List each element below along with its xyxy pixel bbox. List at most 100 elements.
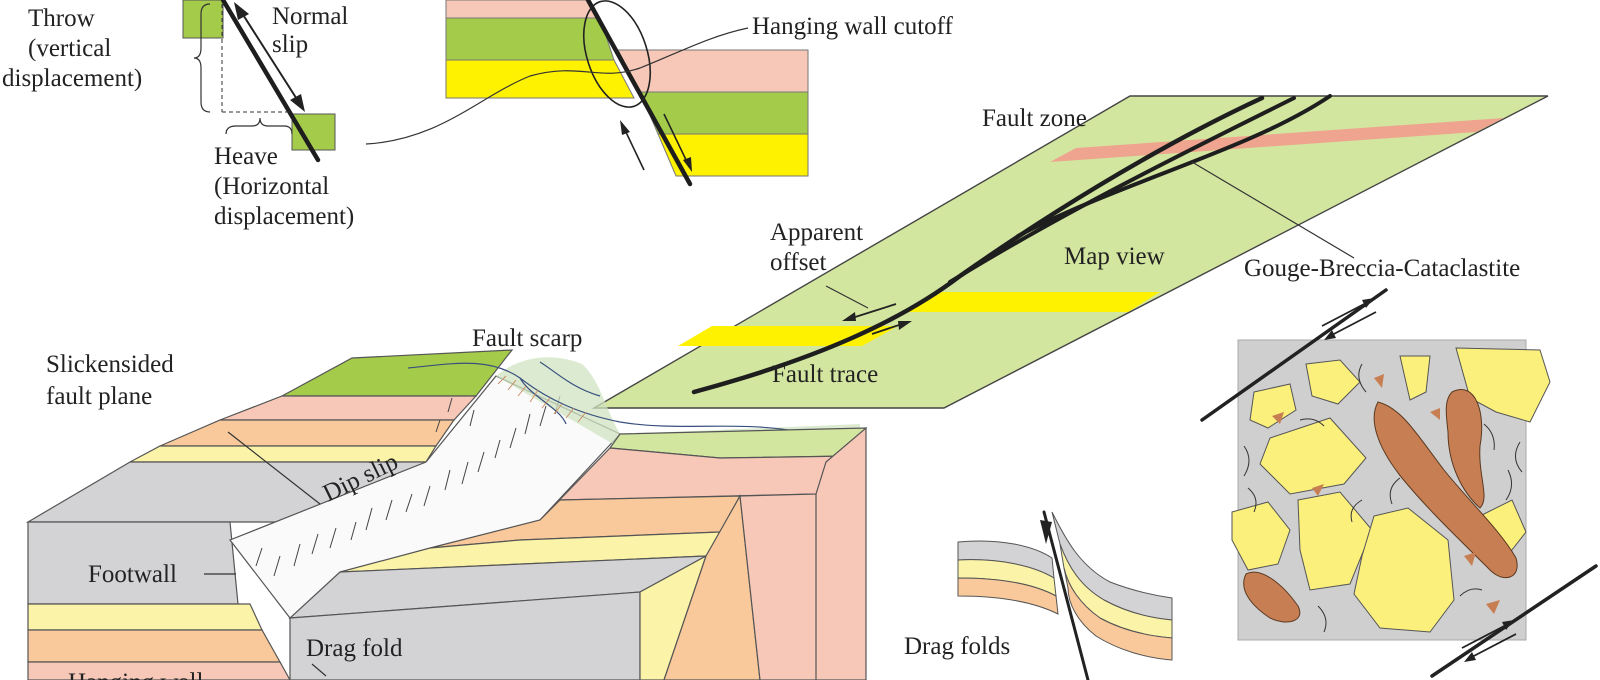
right-yellow-bed	[908, 292, 1160, 312]
cutoff-highlight-ellipse	[582, 0, 652, 108]
fault-scarp-label: Fault scarp	[472, 325, 582, 352]
cutoff-arrowhead-down	[683, 157, 692, 172]
throw-label-line-1: Throw	[28, 5, 95, 32]
clast-brown-long	[1373, 401, 1518, 579]
fault-zone-label: Fault zone	[982, 105, 1087, 132]
normal-slip-arrowhead-up	[234, 2, 249, 20]
drag-folds-sketch	[957, 510, 1173, 680]
scarp-drainage-lines	[407, 361, 801, 433]
cutoff-arrow-down	[663, 113, 689, 165]
fault-strand-2	[948, 96, 1296, 284]
clast-brown-upper	[1445, 389, 1485, 509]
upper-shear-arrow	[1321, 301, 1377, 337]
hanging-wall-label: Hanging wall	[68, 669, 203, 680]
cutoff-fault-line	[585, 0, 693, 187]
lower-shear-arrowhead-b	[1464, 652, 1476, 662]
map-view-label: Map view	[1064, 243, 1165, 270]
clast-brown-chip-3	[1312, 484, 1324, 496]
left-pink-layer	[445, 0, 601, 19]
drag-folds-arrowhead	[1040, 520, 1052, 544]
normal-slip-arrow	[239, 9, 301, 105]
clast-yellow-7	[1297, 491, 1373, 591]
lower-shear-arrowhead-a	[1502, 620, 1514, 630]
drag-folds-fault	[1042, 510, 1090, 680]
clast-yellow-1	[1249, 383, 1297, 429]
hangingwall-front-orange	[663, 494, 761, 680]
lower-shear-arrow	[1461, 623, 1517, 659]
right-pink-layer	[617, 49, 809, 93]
gouge-leader	[1191, 161, 1355, 259]
apparent-offset-label-line-1: Apparent	[770, 219, 863, 246]
drag-fold-leader	[311, 663, 327, 677]
heave-label-line-2: (Horizontal	[214, 173, 329, 200]
breccia-sample	[1200, 288, 1598, 678]
footwall-green-top	[281, 349, 514, 397]
hangingwall-layer-block	[291, 113, 336, 151]
normal-slip-label-line-2: slip	[272, 31, 308, 58]
footwall-front-orange	[27, 629, 282, 663]
slickensided-label-line-1: Slickensided	[46, 351, 174, 378]
hangingwall-front-gray	[289, 591, 641, 680]
apparent-offset-arrowhead-right	[898, 321, 912, 330]
left-green-layer	[445, 17, 615, 61]
cutoff-cross-section	[365, 0, 809, 187]
upper-shear-arrowhead-a	[1362, 298, 1374, 308]
clast-brown-chip-4	[1464, 552, 1476, 566]
clast-brown-lower	[1243, 571, 1301, 623]
displacement-sketch	[182, 0, 336, 163]
clast-brown-chip-1	[1374, 374, 1384, 388]
apparent-offset-leader	[825, 285, 869, 309]
heave-label-line-3: displacement)	[214, 203, 354, 230]
apparent-offset-arrow-left	[851, 303, 897, 319]
displacement-sketch-fault	[220, 0, 321, 163]
fault-scarp-shade	[496, 357, 860, 448]
heave-label-line-1: Heave	[214, 143, 278, 170]
clast-yellow-3	[1399, 355, 1431, 401]
right-green-layer	[639, 91, 809, 135]
drag-folds-label: Drag folds	[904, 633, 1010, 660]
clast-yellow-6	[1231, 501, 1291, 571]
clast-brown-chip-2	[1430, 408, 1440, 420]
slickensided-label-line-2: fault plane	[46, 383, 152, 410]
fault-zone-band	[1050, 118, 1504, 162]
footwall-layer-block	[182, 0, 224, 39]
clast-brown-chip-5	[1486, 600, 1500, 614]
drag-fold-label: Drag fold	[306, 635, 403, 662]
throw-brace	[193, 3, 211, 113]
fault-trace-label: Fault trace	[772, 361, 878, 388]
hanging-wall-cutoff-label: Hanging wall cutoff	[752, 13, 954, 40]
right-yellow-layer	[657, 133, 809, 177]
fault-strand-3	[1016, 94, 1332, 238]
drag-fold-orange-left	[957, 577, 1059, 615]
block-diagram	[25, 349, 868, 680]
clast-yellow-2	[1305, 359, 1361, 405]
clast-yellow-5	[1259, 417, 1367, 495]
slickenlines	[255, 395, 561, 577]
cutoff-arrowhead-up	[620, 120, 630, 135]
left-yellow-bed	[678, 326, 898, 346]
normal-slip-label-line-1: Normal	[272, 3, 348, 30]
upper-shear-arrowhead-b	[1324, 330, 1336, 340]
heave-brace	[225, 117, 293, 135]
cutoff-leader-line	[365, 27, 749, 145]
throw-label-line-3: displacement)	[2, 65, 142, 92]
map-view-block	[591, 94, 1549, 409]
apparent-offset-label-line-2: offset	[770, 249, 827, 276]
left-yellow-layer	[445, 59, 635, 99]
matrix-fabric-lines	[1243, 363, 1523, 633]
footwall-orange-band	[159, 419, 456, 447]
clast-brown-chip-6	[1272, 412, 1284, 424]
footwall-front-pink	[27, 661, 291, 680]
breccia-fault-upper	[1200, 288, 1388, 422]
clast-yellow-8	[1353, 507, 1455, 633]
normal-slip-arrowhead-down	[290, 94, 305, 112]
drag-fold-orange-right	[1063, 567, 1173, 661]
hangingwall-front-paleyellow	[639, 554, 708, 680]
gouge-label: Gouge-Breccia-Cataclastite	[1244, 255, 1520, 282]
footwall-pink-band	[219, 395, 478, 421]
footwall-label: Footwall	[88, 561, 177, 588]
breccia-fault-lower	[1430, 564, 1598, 678]
cutoff-arrow-up	[623, 127, 645, 171]
